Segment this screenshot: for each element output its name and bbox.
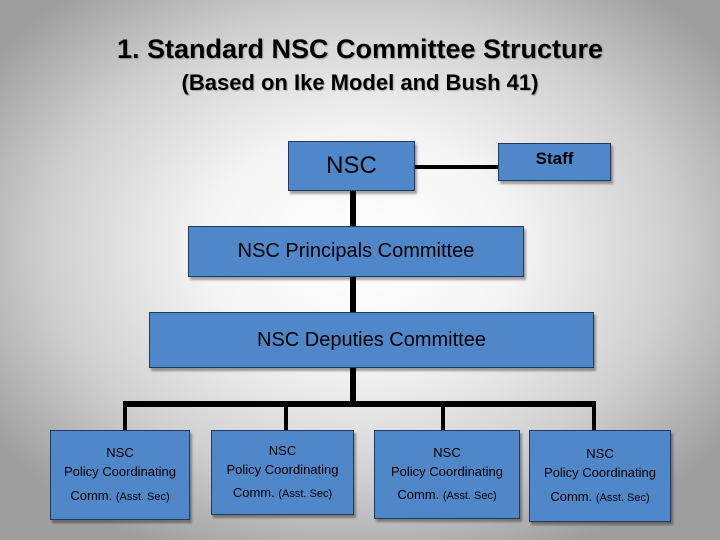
deputies-committee-label: NSC Deputies Committee	[257, 328, 486, 351]
pcc-1-line3: Comm. (Asst. Sec)	[70, 486, 169, 507]
pcc-4-line1: NSC	[586, 446, 614, 461]
pcc-1-comm: Comm.	[70, 488, 113, 503]
connector-drop-1	[123, 401, 127, 431]
pcc-4-comm: Comm.	[550, 489, 593, 504]
pcc-2-line1: NSC	[268, 443, 297, 458]
connector-drop-4	[592, 401, 596, 431]
slide-title: 1. Standard NSC Committee Structure	[116, 34, 604, 64]
connector-principals-deputies	[350, 275, 356, 313]
nsc-box: NSC	[288, 141, 415, 191]
pcc-box-1: NSC Policy Coordinating Comm. (Asst. Sec…	[50, 430, 190, 520]
pcc-2-comm: Comm.	[232, 485, 275, 500]
pcc-3-asst-sec: (Asst. Sec)	[442, 490, 497, 502]
pcc-box-4: NSC Policy Coordinating Comm. (Asst. Sec…	[529, 430, 671, 522]
pcc-2-line3: Comm. (Asst. Sec)	[233, 483, 332, 504]
staff-box: Staff	[498, 143, 611, 181]
nsc-label: NSC	[326, 152, 377, 179]
pcc-3-line3: Comm. (Asst. Sec)	[397, 485, 496, 506]
pcc-box-3: NSC Policy Coordinating Comm. (Asst. Sec…	[374, 430, 520, 519]
pcc-4-asst-sec: (Asst. Sec)	[595, 492, 650, 504]
principals-committee-box: NSC Principals Committee	[188, 226, 524, 277]
pcc-2-line2: Policy Coordinating	[226, 462, 339, 477]
staff-label: Staff	[535, 149, 574, 168]
pcc-1-asst-sec: (Asst. Sec)	[115, 491, 170, 503]
deputies-committee-box: NSC Deputies Committee	[149, 312, 594, 368]
pcc-3-line2: Policy Coordinating	[390, 464, 503, 479]
pcc-box-2: NSC Policy Coordinating Comm. (Asst. Sec…	[211, 430, 354, 515]
connector-drop-2	[284, 401, 288, 431]
connector-drop-3	[441, 401, 445, 431]
connector-horizontal-bus	[123, 401, 596, 407]
connector-nsc-principals	[350, 188, 356, 228]
connector-nsc-staff	[413, 165, 501, 169]
pcc-1-line1: NSC	[106, 445, 134, 460]
principals-committee-label: NSC Principals Committee	[237, 240, 475, 262]
slide-subtitle: (Based on Ike Model and Bush 41)	[181, 70, 539, 95]
pcc-1-line2: Policy Coordinating	[63, 464, 176, 479]
pcc-4-line2: Policy Coordinating	[543, 465, 656, 480]
connector-deputies-bus	[350, 366, 356, 404]
pcc-3-comm: Comm.	[397, 487, 440, 502]
pcc-4-line3: Comm. (Asst. Sec)	[550, 487, 649, 508]
pcc-2-asst-sec: (Asst. Sec)	[278, 488, 333, 500]
pcc-3-line1: NSC	[433, 445, 461, 460]
